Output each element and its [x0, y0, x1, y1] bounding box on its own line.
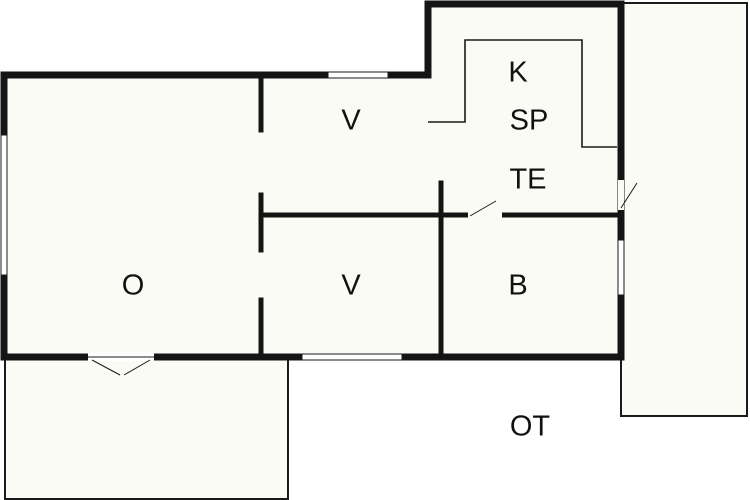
window-left: [0, 134, 8, 276]
bathroom-door-gap: [468, 212, 502, 218]
label-bathroom: B: [508, 270, 527, 302]
window-bottom: [301, 353, 403, 361]
side-door-gap: [618, 180, 624, 210]
label-room-lower: V: [341, 270, 361, 302]
label-kitchen: K: [508, 57, 528, 89]
entrance-door-swing: [88, 356, 154, 376]
label-room-upper: V: [341, 105, 361, 137]
label-washroom: TE: [509, 164, 546, 196]
exterior-walls: [0, 0, 625, 361]
kitchen-counter: [428, 39, 617, 148]
window-top: [327, 71, 389, 79]
terrace-right: [620, 2, 748, 417]
label-terrace: OT: [510, 411, 551, 443]
interior-walls: [258, 76, 620, 357]
windows: [0, 71, 625, 361]
bathroom-door-swing: [469, 200, 497, 217]
window-right: [617, 239, 625, 296]
interior-floor: [4, 4, 621, 357]
side-door-swing: [620, 182, 638, 209]
label-sauna: SP: [510, 105, 549, 137]
label-living-room: O: [122, 270, 145, 302]
terrace-left: [4, 357, 289, 500]
